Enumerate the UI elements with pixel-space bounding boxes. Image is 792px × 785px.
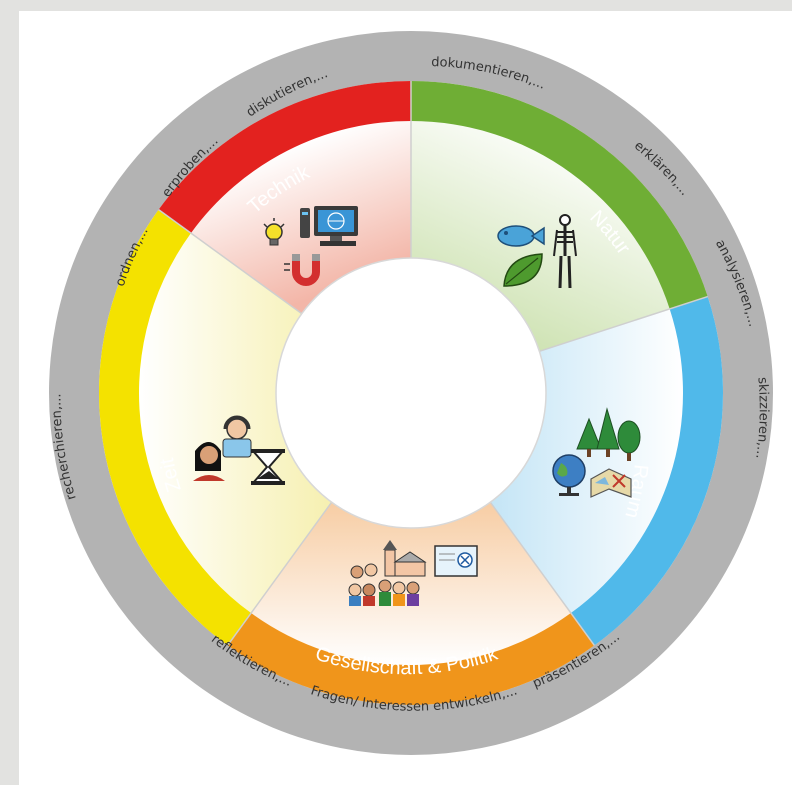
person-headphones-icon: [222, 415, 252, 458]
globe-icon: [552, 454, 586, 496]
ballot-icon: [434, 545, 478, 577]
person-icon: [193, 442, 225, 481]
sector-divider: [489, 501, 595, 646]
nature-icon: [497, 214, 577, 289]
center-circle: [275, 257, 547, 529]
crowd-icon: [348, 563, 420, 606]
hourglass-icon: [250, 449, 286, 485]
society-icon: [348, 540, 478, 606]
sector-divider: [158, 209, 303, 315]
fish-icon: [497, 225, 545, 247]
leaf-icon: [503, 253, 543, 287]
map-icon: [590, 468, 632, 498]
magnet-icon: [284, 254, 320, 286]
sector-band-gesellschaft: [227, 613, 595, 706]
computer-icon: [300, 206, 358, 246]
light-bulb-icon: [263, 218, 285, 246]
sector-band-raum: [570, 296, 724, 646]
space-icon: [552, 407, 641, 498]
church-icon: [383, 540, 427, 577]
sector-band-technik: [158, 81, 411, 234]
ring-label-skizzieren: skizzieren,...: [752, 377, 771, 460]
diagram-card: Technik Natur Raum Gesellschaft & Politi…: [19, 11, 792, 785]
sector-fill-raum: [490, 308, 683, 614]
sector-divider: [539, 295, 708, 352]
sector-divider: [227, 501, 333, 646]
technology-icon: [263, 206, 358, 286]
sector-band-natur: [411, 81, 708, 309]
tree-icon: [576, 407, 641, 461]
activity-wheel: Technik Natur Raum Gesellschaft & Politi…: [49, 31, 773, 755]
skeleton-icon: [553, 214, 577, 289]
time-icon: [193, 415, 286, 485]
sector-band-zeit: [99, 209, 252, 646]
